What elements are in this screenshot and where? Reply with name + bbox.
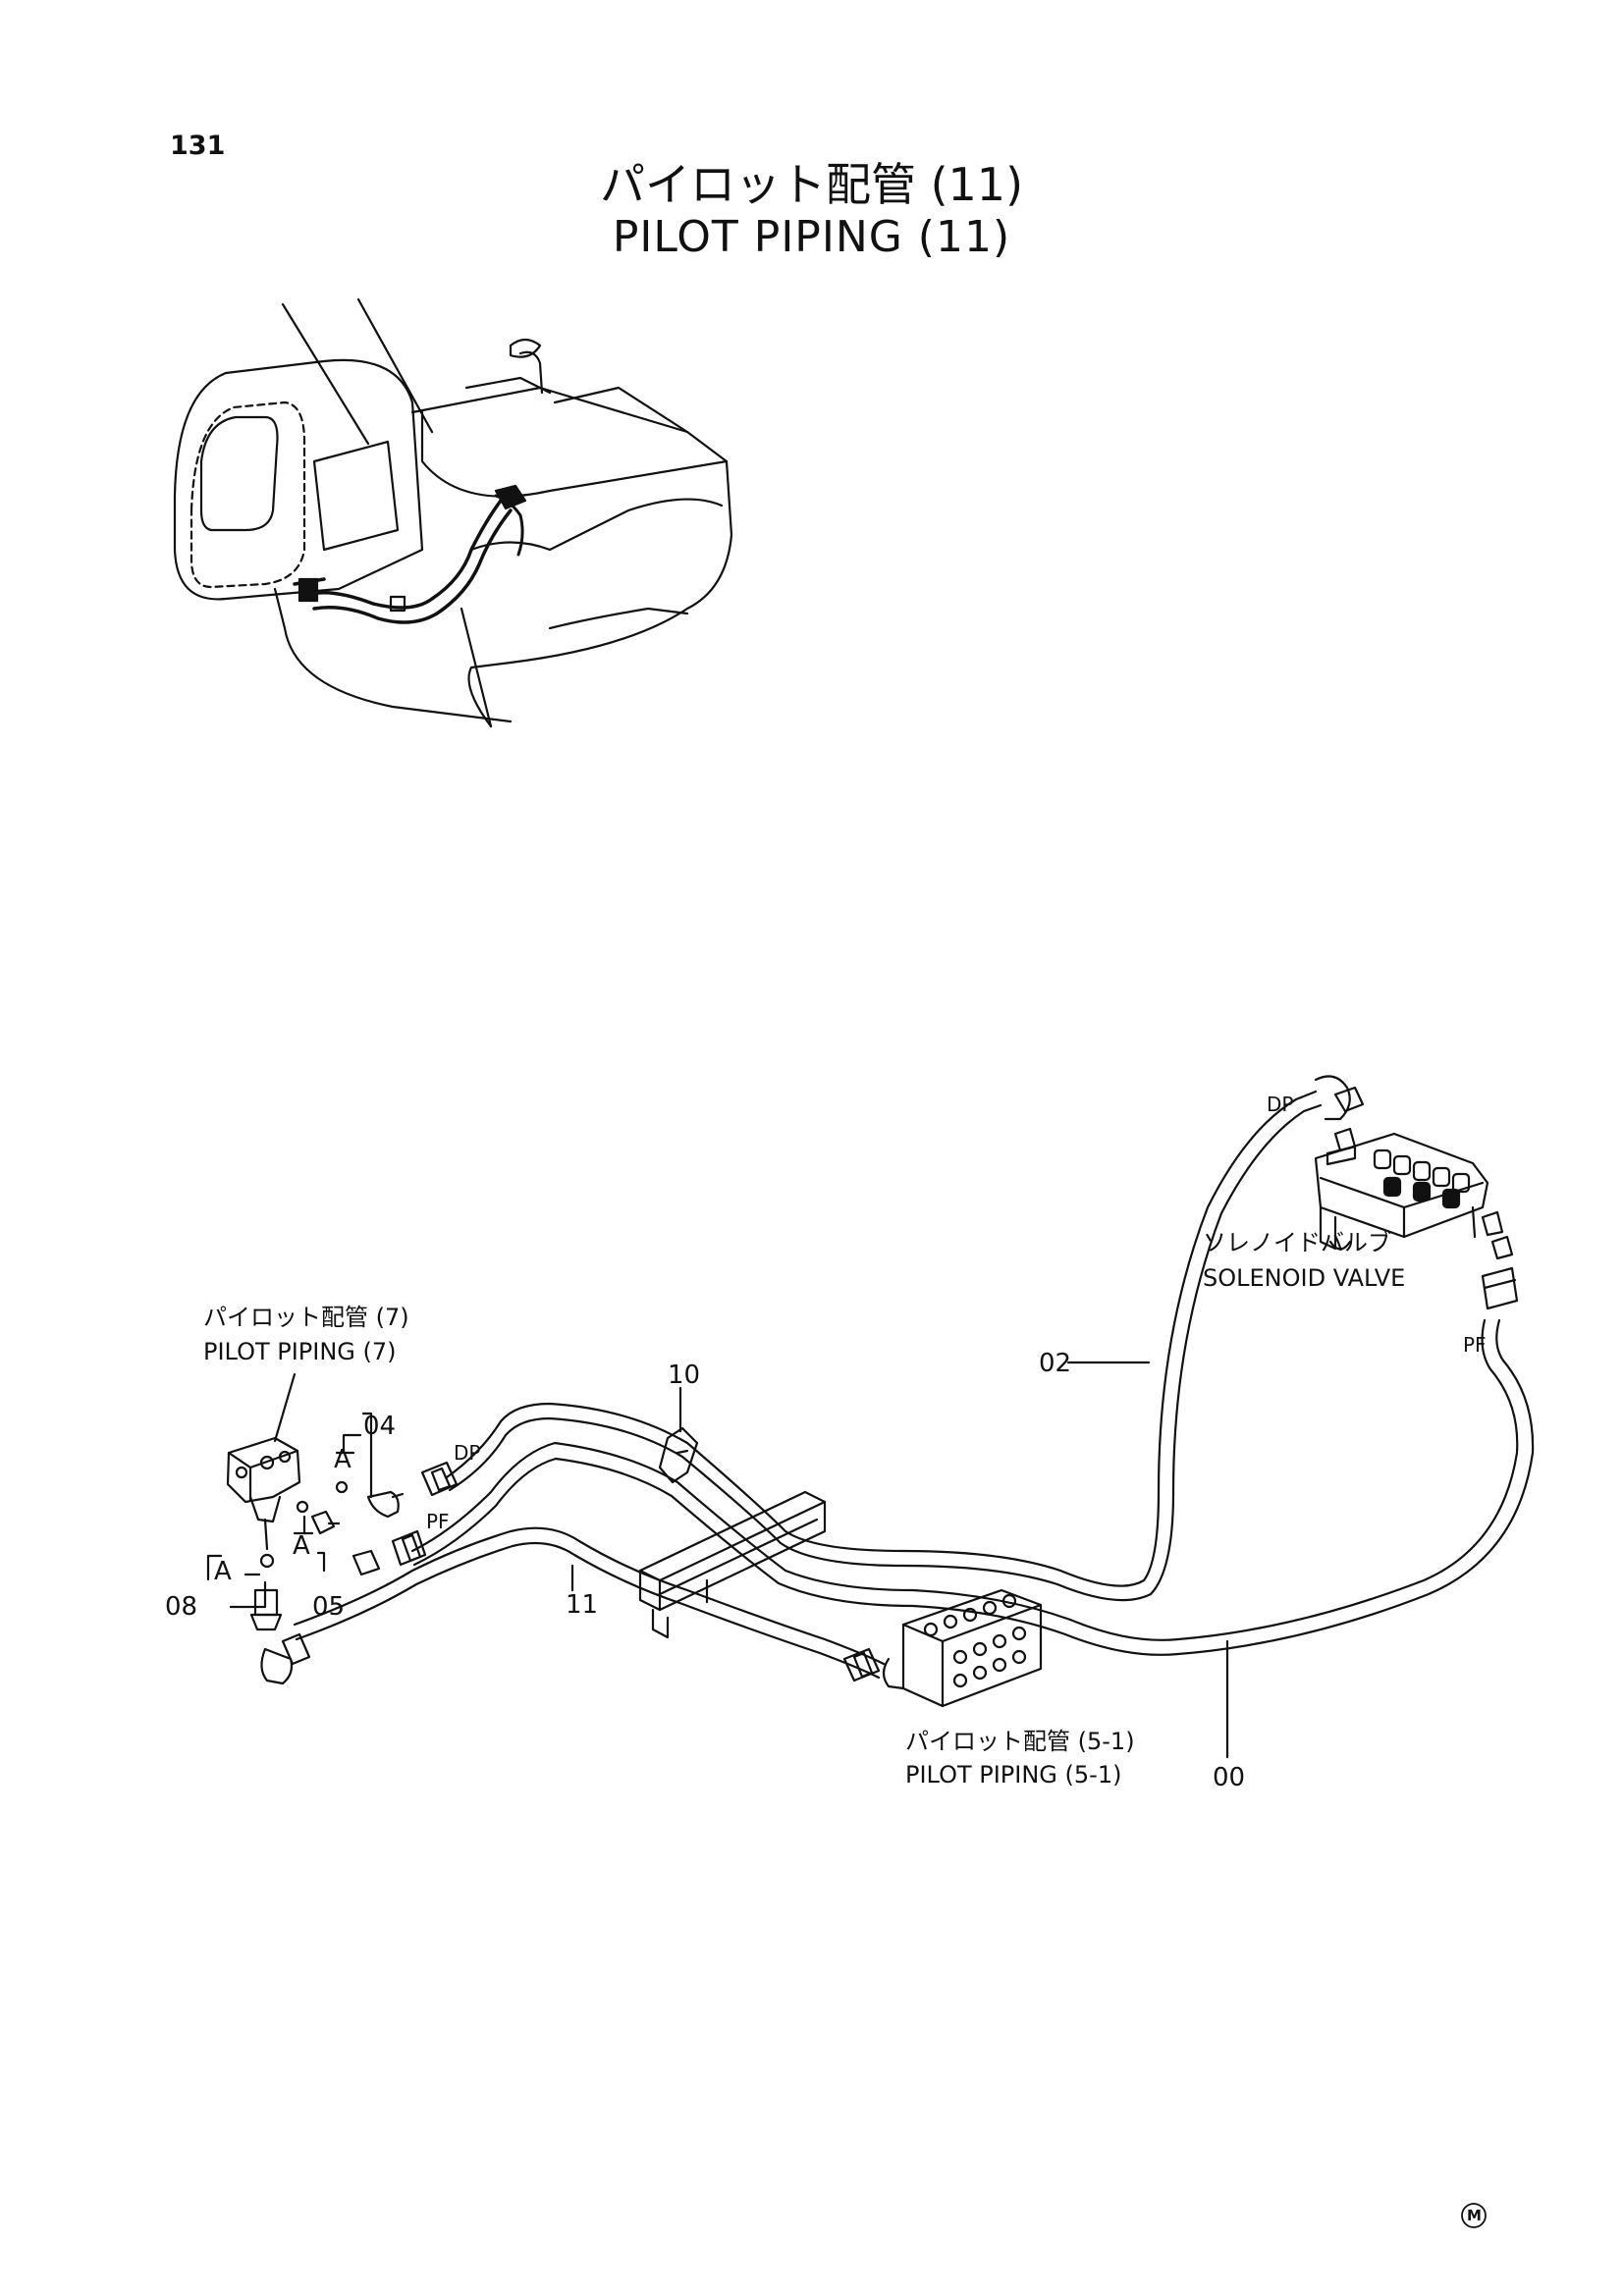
part-number-02: 02	[1039, 1349, 1072, 1378]
solenoid-valve-label-en: SOLENOID VALVE	[1203, 1264, 1406, 1292]
detail-marker-a-middle: A	[293, 1531, 310, 1561]
pilot-manifold-5-1	[882, 1588, 1043, 1708]
hose-fittings-left	[260, 1461, 459, 1685]
frame-bracket	[638, 1490, 827, 1639]
excavator-overview-illustration	[173, 297, 733, 728]
hose-clamp-10	[658, 1386, 699, 1484]
port-label-dp-pilot: DP	[454, 1441, 481, 1465]
port-label-pf-solenoid: PF	[1463, 1333, 1487, 1357]
pilot-piping-7-label-jp: パイロット配管 (7)	[203, 1304, 409, 1331]
detail-marker-a-upper: A	[334, 1445, 352, 1474]
part-number-05: 05	[312, 1592, 346, 1622]
part-number-04: 04	[363, 1412, 397, 1441]
pilot-piping-5-1-label-jp: パイロット配管 (5-1)	[905, 1728, 1135, 1755]
pilot-valve-7	[226, 1372, 349, 1569]
page-number: 131	[170, 131, 226, 161]
port-label-pf-pilot: PF	[426, 1510, 450, 1533]
port-label-dp-solenoid: DP	[1267, 1093, 1294, 1116]
page-title-japanese: パイロット配管 (11)	[599, 158, 1024, 211]
part-number-11: 11	[566, 1590, 599, 1620]
solenoid-valve	[1314, 1075, 1519, 1310]
part-number-00: 00	[1213, 1763, 1246, 1792]
part-number-10: 10	[668, 1361, 701, 1390]
hose-bundle	[293, 1090, 1535, 1680]
detail-marker-a-lower: A	[214, 1557, 232, 1586]
registered-mark-letter: M	[1467, 2207, 1482, 2224]
pilot-piping-5-1-label-en: PILOT PIPING (5-1)	[905, 1761, 1122, 1789]
solenoid-valve-label-jp: ソレノイドバルブ	[1203, 1229, 1391, 1256]
page-title-english: PILOT PIPING (11)	[612, 212, 1011, 262]
part-number-08: 08	[165, 1592, 198, 1622]
pilot-piping-7-label-en: PILOT PIPING (7)	[203, 1338, 397, 1365]
registered-mark-circle	[1461, 2203, 1487, 2228]
